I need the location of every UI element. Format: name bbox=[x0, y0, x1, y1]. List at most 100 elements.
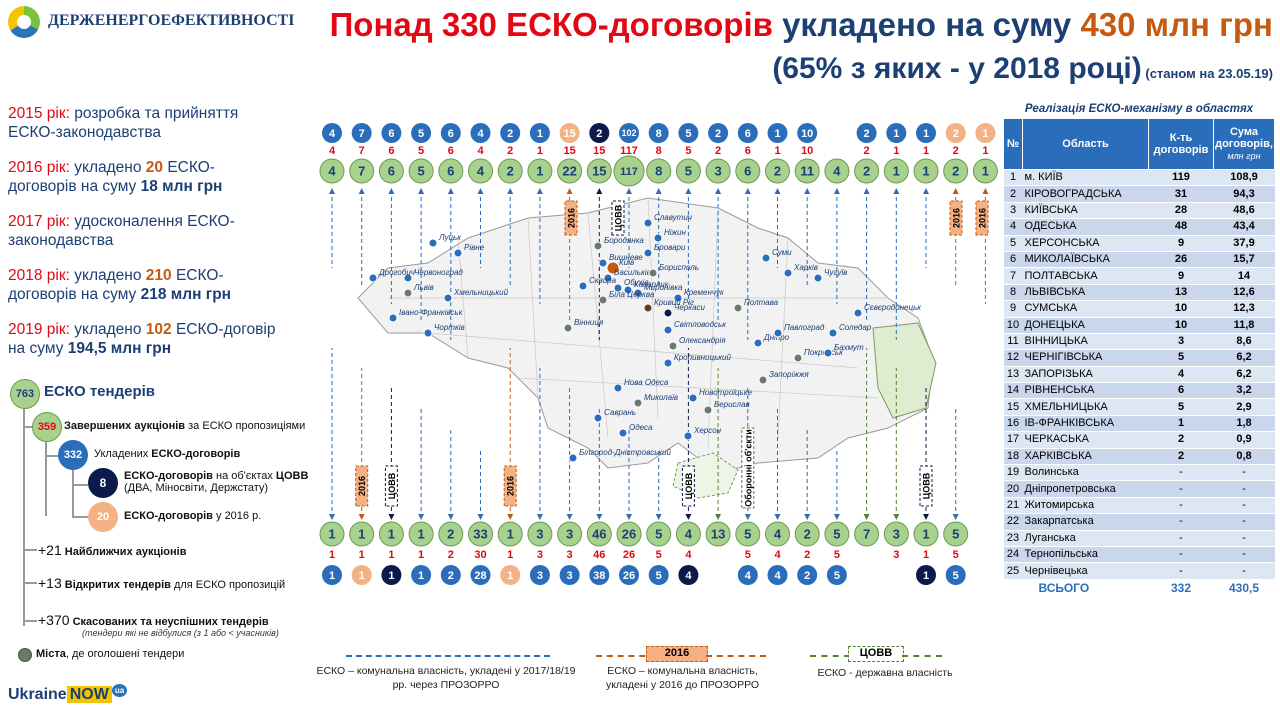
cell-sum: - bbox=[1213, 480, 1275, 498]
legend-orange-line bbox=[596, 655, 656, 657]
top-count-value: 1 bbox=[982, 128, 988, 140]
top-total-circle bbox=[705, 158, 731, 184]
cell-region: ЗАПОРІЗЬКА bbox=[1022, 366, 1149, 384]
cell-region: ПОЛТАВСЬКА bbox=[1022, 267, 1149, 285]
total-sum: 430,5 bbox=[1213, 579, 1275, 599]
arrow-down-icon bbox=[447, 514, 454, 520]
top-total-circle bbox=[943, 158, 969, 184]
arrow-down-icon bbox=[626, 514, 632, 520]
tenders-label: ЕСКО тендерів bbox=[44, 383, 155, 400]
bottom-count-value: 1 bbox=[418, 570, 424, 582]
bottom-count-value: 2 bbox=[804, 570, 810, 582]
bottom-count-circle bbox=[411, 565, 432, 585]
cell-num: 7 bbox=[1003, 267, 1023, 285]
cell-num: 10 bbox=[1003, 317, 1023, 334]
arrow-down-icon bbox=[655, 514, 662, 520]
arrow-down-icon bbox=[833, 514, 840, 520]
cell-cnt: 5 bbox=[1148, 349, 1214, 367]
map-outline bbox=[357, 197, 934, 474]
top-total-value: 1 bbox=[982, 164, 989, 179]
cell-region: Волинська bbox=[1022, 464, 1149, 482]
arrow-up-icon bbox=[655, 188, 662, 194]
top-count-circle bbox=[381, 123, 402, 143]
city-label: Одеса bbox=[629, 423, 653, 432]
bottom-total-value: 3 bbox=[566, 527, 573, 542]
bottom-mid-value: 1 bbox=[507, 549, 513, 561]
city-dot bbox=[688, 393, 698, 403]
cities-label-bold: Міста bbox=[36, 648, 66, 660]
city-dot bbox=[598, 295, 608, 305]
region-border bbox=[647, 197, 659, 419]
bottom-count-value: 5 bbox=[656, 570, 662, 582]
legend-orange-line2 bbox=[706, 655, 766, 657]
timeline-2018: 2018 рік: укладено 210 ЕСКО-договорів на… bbox=[8, 266, 278, 304]
timeline-text: ЕСКО-договорів bbox=[8, 159, 215, 195]
timeline-number: 210 bbox=[145, 267, 172, 284]
covv-label-bold2: ЦОВВ bbox=[275, 470, 309, 482]
top-count-circle bbox=[619, 123, 639, 143]
top-total-circle bbox=[378, 158, 404, 184]
mid-count-value: 1 bbox=[774, 145, 780, 157]
city-label: Нова Одеса bbox=[624, 378, 669, 387]
bottom-mid-value: 30 bbox=[474, 549, 486, 561]
cell-cnt: 5 bbox=[1148, 398, 1214, 416]
top-total-value: 22 bbox=[562, 164, 576, 179]
top-count-circle bbox=[975, 123, 996, 143]
top-count-circle bbox=[559, 123, 580, 143]
top-count-circle bbox=[737, 123, 758, 143]
bottom-total-value: 5 bbox=[952, 527, 959, 542]
bottom-count-value: 38 bbox=[593, 570, 605, 582]
top-count-circle bbox=[886, 123, 907, 143]
mid-count-value: 7 bbox=[359, 145, 365, 157]
cell-sum: - bbox=[1213, 464, 1275, 482]
cell-region: Дніпропетровська bbox=[1022, 480, 1149, 498]
arrow-down-icon bbox=[952, 514, 959, 520]
bottom-total-circle bbox=[319, 521, 345, 547]
arrow-down-icon bbox=[804, 514, 811, 520]
cell-cnt: - bbox=[1148, 497, 1214, 515]
mid-count-value: 1 bbox=[982, 145, 988, 157]
cell-cnt: 9 bbox=[1148, 235, 1214, 252]
tag-2016: 2016 bbox=[949, 200, 963, 236]
top-total-circle bbox=[438, 158, 464, 184]
header-num: № bbox=[1003, 118, 1023, 170]
open-tenders: +13 Відкритих тендерів для ЕСКО пропозиц… bbox=[38, 575, 285, 591]
bottom-count-value: 1 bbox=[329, 570, 335, 582]
map-cities: КиївСлавутичНіжинБровариБородянкаВишневе… bbox=[368, 213, 922, 463]
mid-count-value: 15 bbox=[563, 145, 575, 157]
cities-label: Міста, де оголошені тендери bbox=[36, 648, 184, 660]
top-total-circle bbox=[824, 158, 850, 184]
city-label: Суми bbox=[772, 248, 792, 257]
city-dot bbox=[761, 253, 771, 263]
top-count-circle bbox=[648, 123, 669, 143]
cell-cnt: 6 bbox=[1148, 382, 1214, 400]
contracts-label-text: Укладених bbox=[94, 448, 152, 460]
cell-num: 18 bbox=[1003, 448, 1023, 466]
cell-region: КІРОВОГРАДСЬКА bbox=[1022, 185, 1149, 203]
contracts-count-circle: 332 bbox=[58, 440, 88, 470]
mid-count-value: 10 bbox=[801, 145, 813, 157]
brand-now: NOW bbox=[66, 686, 112, 703]
tag-2016: 2016 bbox=[355, 465, 369, 507]
city-label: Олександрія bbox=[679, 336, 726, 345]
tree-line bbox=[23, 549, 37, 551]
top-count-value: 2 bbox=[953, 128, 959, 140]
header-region: Область bbox=[1022, 118, 1149, 170]
bottom-mid-value: 3 bbox=[893, 549, 899, 561]
timeline-text: укладено bbox=[69, 321, 146, 338]
top-count-circle bbox=[797, 123, 818, 143]
bottom-count-circle bbox=[529, 565, 550, 585]
tree-line bbox=[23, 582, 37, 584]
city-dot bbox=[828, 328, 838, 338]
cell-sum: 48,6 bbox=[1213, 202, 1275, 220]
bottom-total-circle bbox=[557, 521, 583, 547]
tag-covv: ЦОВВ bbox=[919, 465, 933, 507]
cell-sum: 3,2 bbox=[1213, 382, 1275, 400]
top-count-circle bbox=[322, 123, 342, 143]
tag-box bbox=[919, 465, 933, 507]
bottom-total-value: 1 bbox=[328, 527, 335, 542]
city-dot bbox=[593, 241, 603, 251]
cell-region: Тернопільська bbox=[1022, 546, 1149, 564]
